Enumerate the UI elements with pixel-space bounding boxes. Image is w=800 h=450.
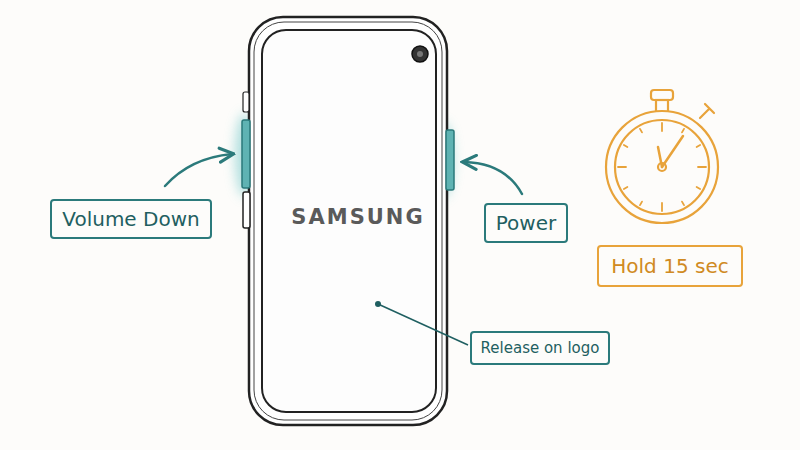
phone-screen [262, 30, 436, 412]
label-text: Hold 15 sec [611, 254, 728, 278]
camera [412, 46, 428, 62]
leader-line [378, 304, 468, 345]
brand-logo: SAMSUNG [291, 205, 424, 229]
pointer-arrow [165, 154, 232, 186]
camera-lens [417, 51, 423, 57]
timer-label: Hold 15 sec [597, 245, 742, 287]
phone-body [249, 17, 447, 425]
volume-button [242, 120, 250, 188]
label-text: Power [496, 211, 556, 235]
label-text: Release on logo [481, 339, 600, 357]
callout-box: Release on logo [470, 331, 611, 365]
side-button [243, 92, 249, 112]
power-button [446, 130, 454, 190]
pointer-arrow [464, 162, 522, 194]
phone-frame [254, 22, 442, 420]
label-text: Volume Down [62, 207, 199, 231]
button-label: Volume Down [50, 199, 211, 239]
button-label: Power [484, 203, 568, 243]
stopwatch [606, 90, 718, 223]
side-button [243, 192, 250, 228]
